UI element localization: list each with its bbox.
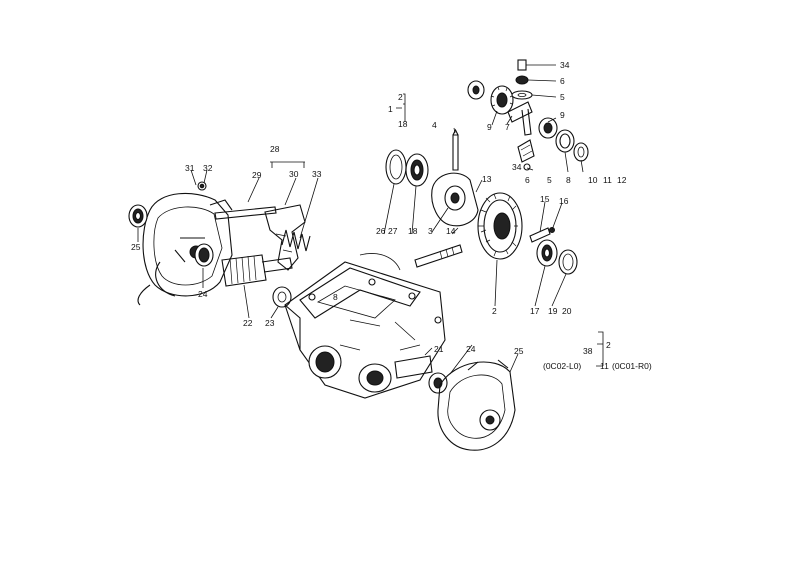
callout-17: 17	[530, 306, 540, 316]
callout-24-left: 24	[198, 289, 208, 299]
callout-11: 11	[603, 175, 612, 185]
callout-23: 23	[265, 318, 275, 328]
callout-22: 22	[243, 318, 253, 328]
differential-shim-right	[558, 249, 578, 275]
callout-26: 26	[376, 226, 386, 236]
callout-14: 14	[446, 226, 456, 236]
callout-34-top: 34	[560, 60, 570, 70]
callout-8: 8	[566, 175, 571, 185]
collar	[272, 286, 292, 308]
callout-21: 21	[434, 344, 444, 354]
callout-20: 20	[562, 306, 572, 316]
callout-30: 30	[289, 169, 299, 179]
callout-6-top: 6	[560, 76, 565, 86]
callout-2-variant: 2	[606, 340, 611, 350]
callout-1: 1	[388, 104, 393, 114]
callout-33: 33	[312, 169, 322, 179]
shift-rod	[197, 181, 277, 220]
variant-left-code: (0C02-L0)	[543, 361, 581, 371]
differential-shim-left	[385, 149, 407, 185]
thrust-washer-lower	[573, 142, 589, 162]
differential-bearing-left	[405, 153, 429, 187]
callout-18-upper: 18	[398, 119, 408, 129]
ring-gear	[477, 192, 523, 260]
callout-16: 16	[559, 196, 569, 206]
left-bearing	[194, 243, 214, 267]
callout-4: 4	[432, 120, 437, 130]
right-housing-cover	[437, 359, 516, 451]
callout-8-case: 8	[333, 292, 338, 302]
callout-2-upper: 2	[398, 92, 403, 102]
callout-2-lower: 2	[492, 306, 497, 316]
side-gear-lower	[555, 129, 575, 153]
callout-29: 29	[252, 170, 262, 180]
differential-housing	[431, 172, 479, 227]
callout-34-lower: 34	[512, 162, 522, 172]
differential-bearing-right	[536, 239, 558, 267]
callout-13: 13	[482, 174, 492, 184]
callout-10: 10	[588, 175, 598, 185]
callout-15: 15	[540, 194, 550, 204]
callout-7: 7	[505, 122, 510, 132]
callout-5-lower: 5	[547, 175, 552, 185]
pinion-gear	[221, 254, 293, 287]
callout-31: 31	[185, 163, 195, 173]
side-gear-upper	[490, 85, 514, 115]
thrust-washer-upper	[467, 80, 485, 100]
differential-pinion-shaft	[414, 244, 463, 268]
callout-28: 28	[270, 144, 280, 154]
callout-27: 27	[388, 226, 398, 236]
variant-right-code: (0C01-R0)	[612, 361, 652, 371]
washer-stack	[511, 59, 533, 100]
callout-32: 32	[203, 163, 213, 173]
callout-12: 12	[617, 175, 627, 185]
callout-3: 3	[428, 226, 433, 236]
transmission-case	[284, 253, 446, 399]
callout-19: 19	[548, 306, 558, 316]
callout-18-lower: 18	[408, 226, 418, 236]
pin	[452, 128, 459, 171]
output-shaft	[394, 355, 448, 394]
callout-25-right: 25	[514, 346, 524, 356]
callout-9-right: 9	[560, 110, 565, 120]
callout-6-lower: 6	[525, 175, 530, 185]
left-oil-seal	[128, 204, 148, 228]
bolt	[529, 227, 555, 243]
callout-5-top: 5	[560, 92, 565, 102]
callout-24-right: 24	[466, 344, 476, 354]
callout-labels: 34 6 5 9 9 7 34 6 5 8 10 11 12 4 2 1 18 …	[131, 60, 652, 371]
left-housing-cover	[137, 192, 233, 306]
pinion-gear-small	[538, 117, 558, 139]
leader-lines	[137, 64, 604, 375]
callout-9-left: 9	[487, 122, 492, 132]
spring	[281, 229, 311, 252]
callout-11-variant: 11	[600, 361, 609, 371]
callout-38: 38	[583, 346, 593, 356]
callout-25-left: 25	[131, 242, 141, 252]
